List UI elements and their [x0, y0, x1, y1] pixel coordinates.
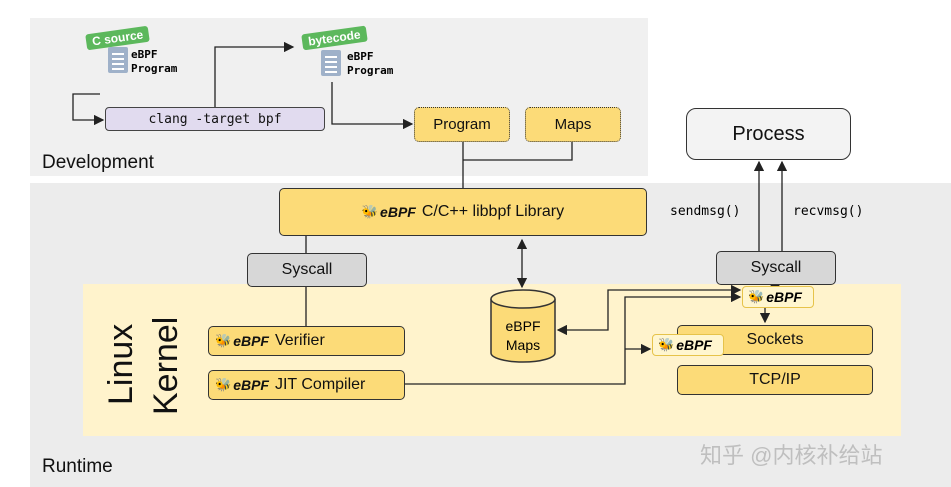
bee-icon: 🐝: [215, 333, 232, 348]
bee-icon: 🐝: [658, 337, 675, 352]
development-label: Development: [42, 152, 154, 173]
sockets-logo: eBPF: [676, 337, 712, 353]
sendmsg-label: sendmsg(): [670, 204, 741, 219]
verifier-box: 🐝 eBPF Verifier: [208, 326, 405, 356]
bee-icon: 🐝: [748, 289, 765, 304]
maps-box: Maps: [525, 107, 621, 142]
tcpip-box: TCP/IP: [677, 365, 873, 395]
sockets-ebpf-badge: 🐝 eBPF: [652, 334, 724, 356]
doc1-line2: Program: [131, 62, 178, 75]
clang-box: clang -target bpf: [105, 107, 325, 131]
jit-label: JIT Compiler: [274, 376, 366, 393]
libbpf-label: C/C++ libbpf Library: [421, 203, 565, 220]
document-icon: [108, 47, 128, 73]
document-icon: [321, 50, 341, 76]
socket-hook-badge: 🐝 eBPF: [742, 286, 814, 308]
libbpf-logo: eBPF: [380, 204, 416, 220]
doc2-line1: eBPF: [347, 50, 374, 63]
doc1-line1: eBPF: [131, 48, 158, 61]
jit-logo: eBPF: [233, 377, 269, 393]
bee-icon: 🐝: [215, 377, 232, 392]
doc2-line2: Program: [347, 64, 394, 77]
ebpf-maps-line2: Maps: [505, 337, 541, 353]
ebpf-maps-cylinder: [490, 289, 556, 363]
runtime-label: Runtime: [42, 456, 113, 477]
syscall-right-box: Syscall: [716, 251, 836, 285]
syscall-left-box: Syscall: [247, 253, 367, 287]
jit-compiler-box: 🐝 eBPF JIT Compiler: [208, 370, 405, 400]
verifier-label: Verifier: [274, 332, 325, 349]
socket-hook-logo: eBPF: [766, 289, 802, 305]
ebpf-maps-line1: eBPF: [505, 318, 541, 334]
verifier-logo: eBPF: [233, 333, 269, 349]
watermark: 知乎 @内核补给站: [700, 443, 883, 468]
process-box: Process: [686, 108, 851, 160]
program-box: Program: [414, 107, 510, 142]
libbpf-box: 🐝 eBPF C/C++ libbpf Library: [279, 188, 647, 236]
recvmsg-label: recvmsg(): [793, 204, 864, 219]
bee-icon: 🐝: [361, 204, 379, 219]
